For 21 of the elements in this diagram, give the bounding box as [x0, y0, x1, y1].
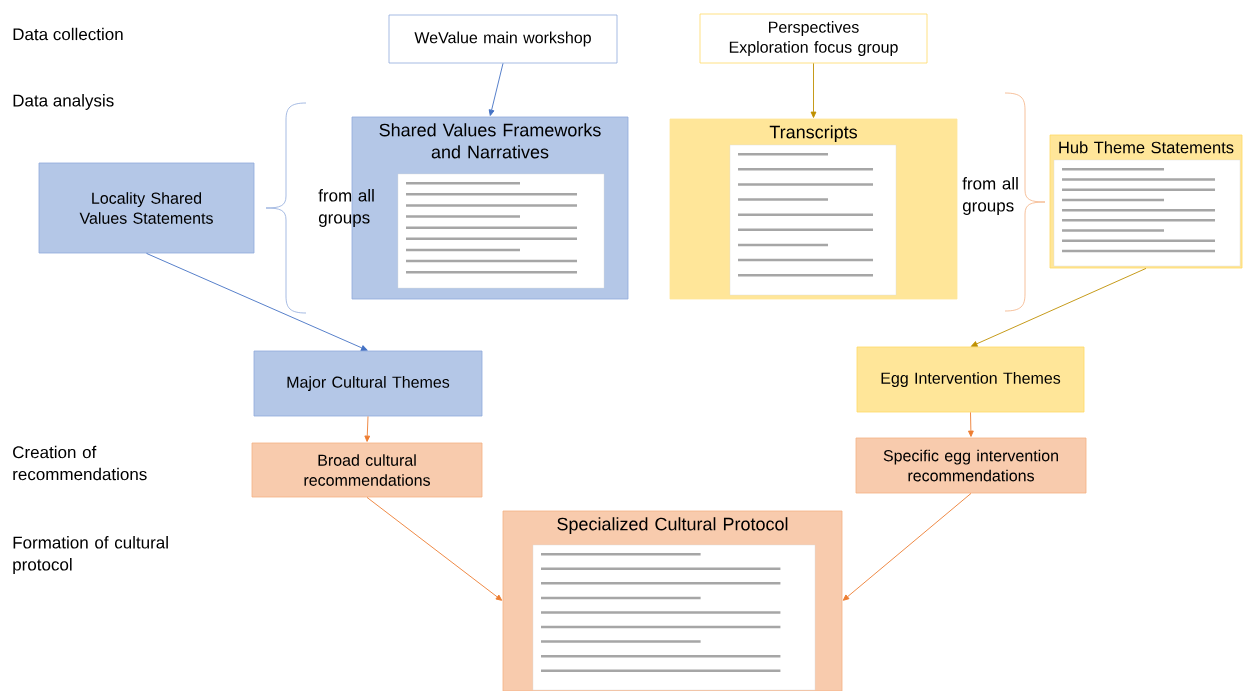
process-box: Broad cultural recommendations — [251, 442, 483, 498]
arrow — [968, 411, 974, 437]
arrow — [364, 415, 371, 442]
stage-label: Creation of recommendations — [13, 445, 147, 481]
arrow — [366, 496, 503, 601]
arrow — [842, 492, 972, 601]
process-box: Egg Intervention Themes — [856, 346, 1085, 413]
stage-label: Formation of cultural protocol — [13, 536, 168, 574]
stage-label: Data collection — [13, 27, 123, 41]
stage-label: Data analysis — [13, 94, 114, 110]
arrow — [146, 252, 368, 351]
stage-label: from all groups — [318, 189, 374, 227]
arrow — [488, 62, 504, 116]
process-box: Major Cultural Themes — [253, 350, 483, 417]
arrow — [810, 62, 817, 118]
process-box: WeValue main workshop — [388, 14, 618, 64]
process-box: Perspectives Exploration focus group — [699, 13, 928, 64]
process-box: Specific egg intervention recommendations — [855, 437, 1087, 494]
process-box: Locality Shared Values Statements — [38, 162, 255, 254]
arrow — [971, 267, 1147, 347]
stage-label: from all groups — [962, 177, 1018, 215]
